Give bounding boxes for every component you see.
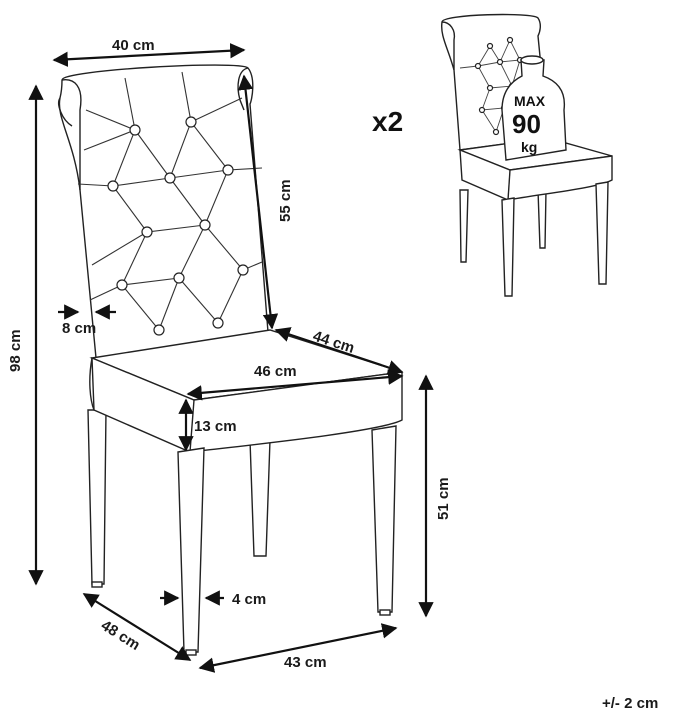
front-left-leg — [177, 447, 205, 653]
main-chair-drawing — [58, 64, 403, 656]
label-seat-width: 46 cm — [254, 363, 297, 380]
weight-vase-icon — [501, 59, 567, 161]
front-right-leg — [371, 425, 397, 613]
back-left-leg — [87, 409, 107, 585]
tufting-buttons — [107, 116, 249, 336]
tolerance-note: +/- 2 cm — [602, 695, 658, 712]
label-total-height: 98 cm — [7, 329, 24, 372]
label-base-depth: 48 cm — [98, 617, 143, 654]
label-back-offset: 8 cm — [62, 320, 96, 337]
max-label: MAX — [514, 93, 546, 109]
back-right-leg — [249, 439, 271, 557]
label-leg-width: 4 cm — [232, 591, 266, 608]
label-width-top: 40 cm — [112, 37, 155, 54]
max-weight-value: 90 — [512, 109, 541, 139]
small-chair-drawing: MAX 90 kg — [440, 13, 613, 297]
quantity-label: x2 — [372, 106, 403, 137]
dimension-lines — [28, 43, 434, 673]
label-base-width: 43 cm — [284, 654, 327, 671]
label-back-height: 55 cm — [277, 179, 294, 222]
max-weight-unit: kg — [521, 139, 537, 155]
label-seat-thickness: 13 cm — [194, 418, 237, 435]
backrest — [58, 64, 269, 359]
label-seat-height: 51 cm — [435, 477, 452, 520]
